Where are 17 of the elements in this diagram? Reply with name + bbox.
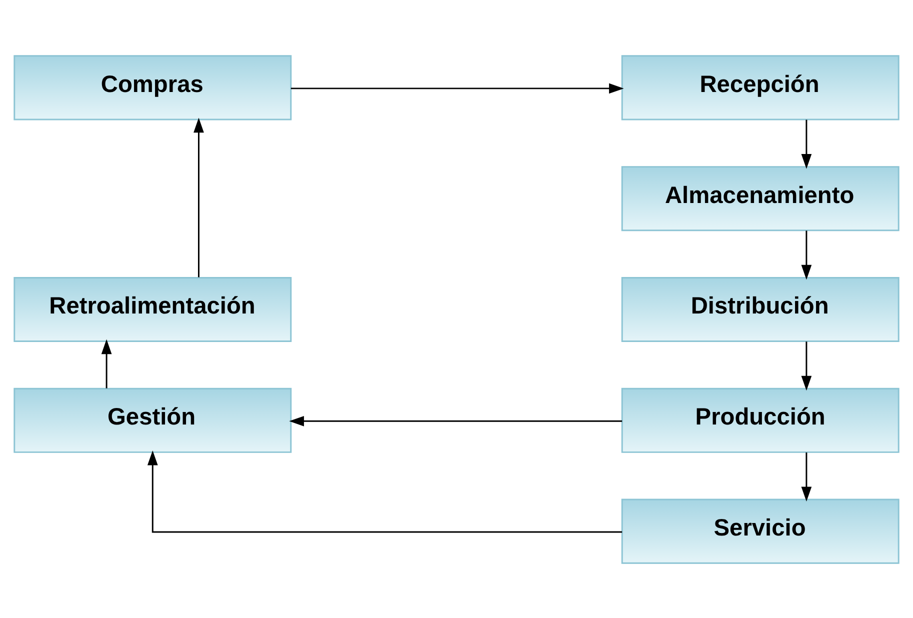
node-box: Servicio xyxy=(621,498,900,564)
node-box: Gestión xyxy=(14,387,292,452)
node-box: Producción xyxy=(621,387,900,452)
arrow xyxy=(101,338,112,388)
arrow xyxy=(147,450,622,532)
node-box: Distribución xyxy=(621,276,900,342)
arrow xyxy=(801,452,812,502)
arrow xyxy=(801,119,812,168)
arrow xyxy=(801,341,812,390)
node-box: Recepción xyxy=(621,54,900,120)
arrow xyxy=(801,230,812,280)
arrow xyxy=(290,82,624,94)
arrow xyxy=(194,117,204,277)
arrow xyxy=(289,415,622,426)
node-box: Almacenamiento xyxy=(621,166,900,231)
node-box: Compras xyxy=(14,54,292,120)
node-box: Retroalimentación xyxy=(14,276,292,342)
